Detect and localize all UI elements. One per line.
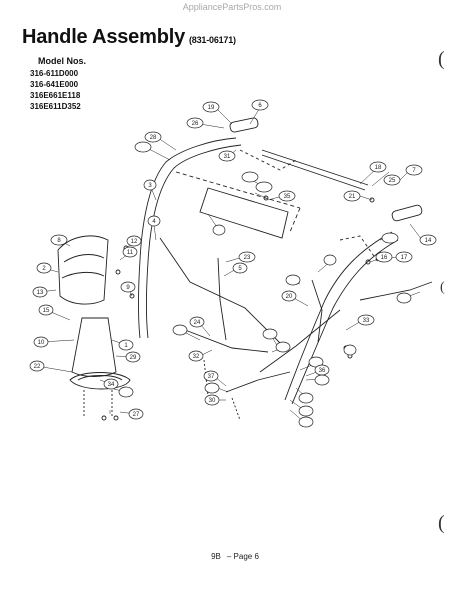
binder-mark: (: [438, 48, 445, 70]
binder-mark: (: [440, 280, 445, 295]
part-number: (831-06171): [189, 35, 236, 45]
footer-section: 9B: [211, 552, 221, 561]
callout-label: 27: [133, 412, 140, 418]
chute-ring: [69, 372, 131, 390]
callout-label: 29: [130, 355, 137, 361]
right-handle-tube: [284, 231, 393, 401]
callout-label: 32: [193, 354, 200, 360]
callout-label: 15: [43, 308, 50, 314]
left-grip: [229, 117, 259, 133]
callout-label: 6: [258, 103, 262, 109]
page-title: Handle Assembly (831-06171): [22, 26, 236, 49]
callout-label: 21: [349, 194, 356, 200]
console-panel-dash: [175, 171, 301, 233]
callout-label: 31: [224, 154, 231, 160]
callout-label: 23: [244, 255, 251, 261]
chute-deflector-rib: [61, 254, 105, 279]
model-number: 316-641E000: [30, 80, 79, 89]
callout-label: 26: [192, 121, 199, 127]
title-text: Handle Assembly: [22, 26, 185, 48]
right-lower-rod: [311, 279, 323, 343]
callout-label: 22: [34, 364, 41, 370]
upper-rod: [261, 149, 369, 186]
callout-label: 12: [131, 239, 138, 245]
callout-label: 20: [286, 294, 293, 300]
models-heading: Model Nos.: [38, 56, 87, 66]
left-handle-tube-inner: [146, 144, 242, 339]
bolt-c: [129, 293, 135, 299]
footer-page: – Page 6: [226, 552, 259, 561]
callout-label: 35: [284, 194, 291, 200]
callout-label: 18: [375, 165, 382, 171]
callout-label: 17: [401, 255, 408, 261]
callout-label: 25: [389, 178, 396, 184]
console-panel: [199, 187, 289, 239]
right-handle-tube-inner: [291, 239, 399, 405]
callout-label: 9: [126, 285, 130, 291]
callout-label: 4: [152, 219, 156, 225]
model-number: 316E611D352: [30, 102, 81, 111]
page-footer: 9B – Page 6: [0, 552, 464, 561]
callout-label: 8: [57, 238, 61, 244]
cross-rod-right: [259, 309, 341, 373]
callout-label: 36: [319, 368, 326, 374]
chute-body: [71, 317, 117, 377]
bolt-j: [101, 415, 107, 421]
cross-rod-left: [159, 237, 286, 349]
bolt-k: [113, 415, 119, 421]
callout-label: 19: [208, 105, 215, 111]
callout-label: 7: [412, 168, 416, 174]
chute-deflector: [57, 235, 109, 305]
callout-label: 37: [208, 374, 215, 380]
upper-rod-inner: [261, 154, 366, 191]
callout-label: 34: [108, 382, 115, 388]
callout-label: 1: [124, 343, 128, 349]
callout-label: 14: [425, 238, 432, 244]
callout-label: 11: [127, 250, 134, 256]
right-grip: [391, 204, 423, 222]
model-list: 316-611D000 316-641E000 316E661E118 316E…: [30, 68, 81, 112]
right-control-rod: [359, 281, 433, 301]
binder-mark: (: [438, 512, 445, 534]
callout-label: 5: [238, 266, 242, 272]
left-handle-tube: [138, 137, 237, 339]
callout-label: 16: [381, 255, 388, 261]
callout-label: 30: [209, 398, 216, 404]
bolt-i: [369, 197, 375, 203]
callout-label: 10: [38, 340, 45, 346]
chute-ring-inner: [77, 375, 123, 381]
callout-label: 2: [42, 266, 46, 272]
chute-base-dash: [83, 390, 113, 418]
site-watermark: AppliancePartsPros.com: [182, 2, 282, 12]
callout-label: 28: [150, 135, 157, 141]
bolt-b: [115, 269, 121, 275]
callout-label: 13: [37, 290, 44, 296]
bolt-h: [263, 195, 269, 201]
shift-rod: [217, 257, 227, 341]
crank-rod: [225, 371, 291, 393]
callout-label: 3: [148, 183, 152, 189]
callout-label: 24: [194, 320, 201, 326]
dash-link: [239, 149, 297, 171]
callout-label: 33: [363, 318, 370, 324]
model-number: 316-611D000: [30, 69, 79, 78]
lower-link: [179, 327, 269, 353]
model-number: 316E661E118: [30, 91, 81, 100]
dash-guide: [339, 235, 379, 263]
